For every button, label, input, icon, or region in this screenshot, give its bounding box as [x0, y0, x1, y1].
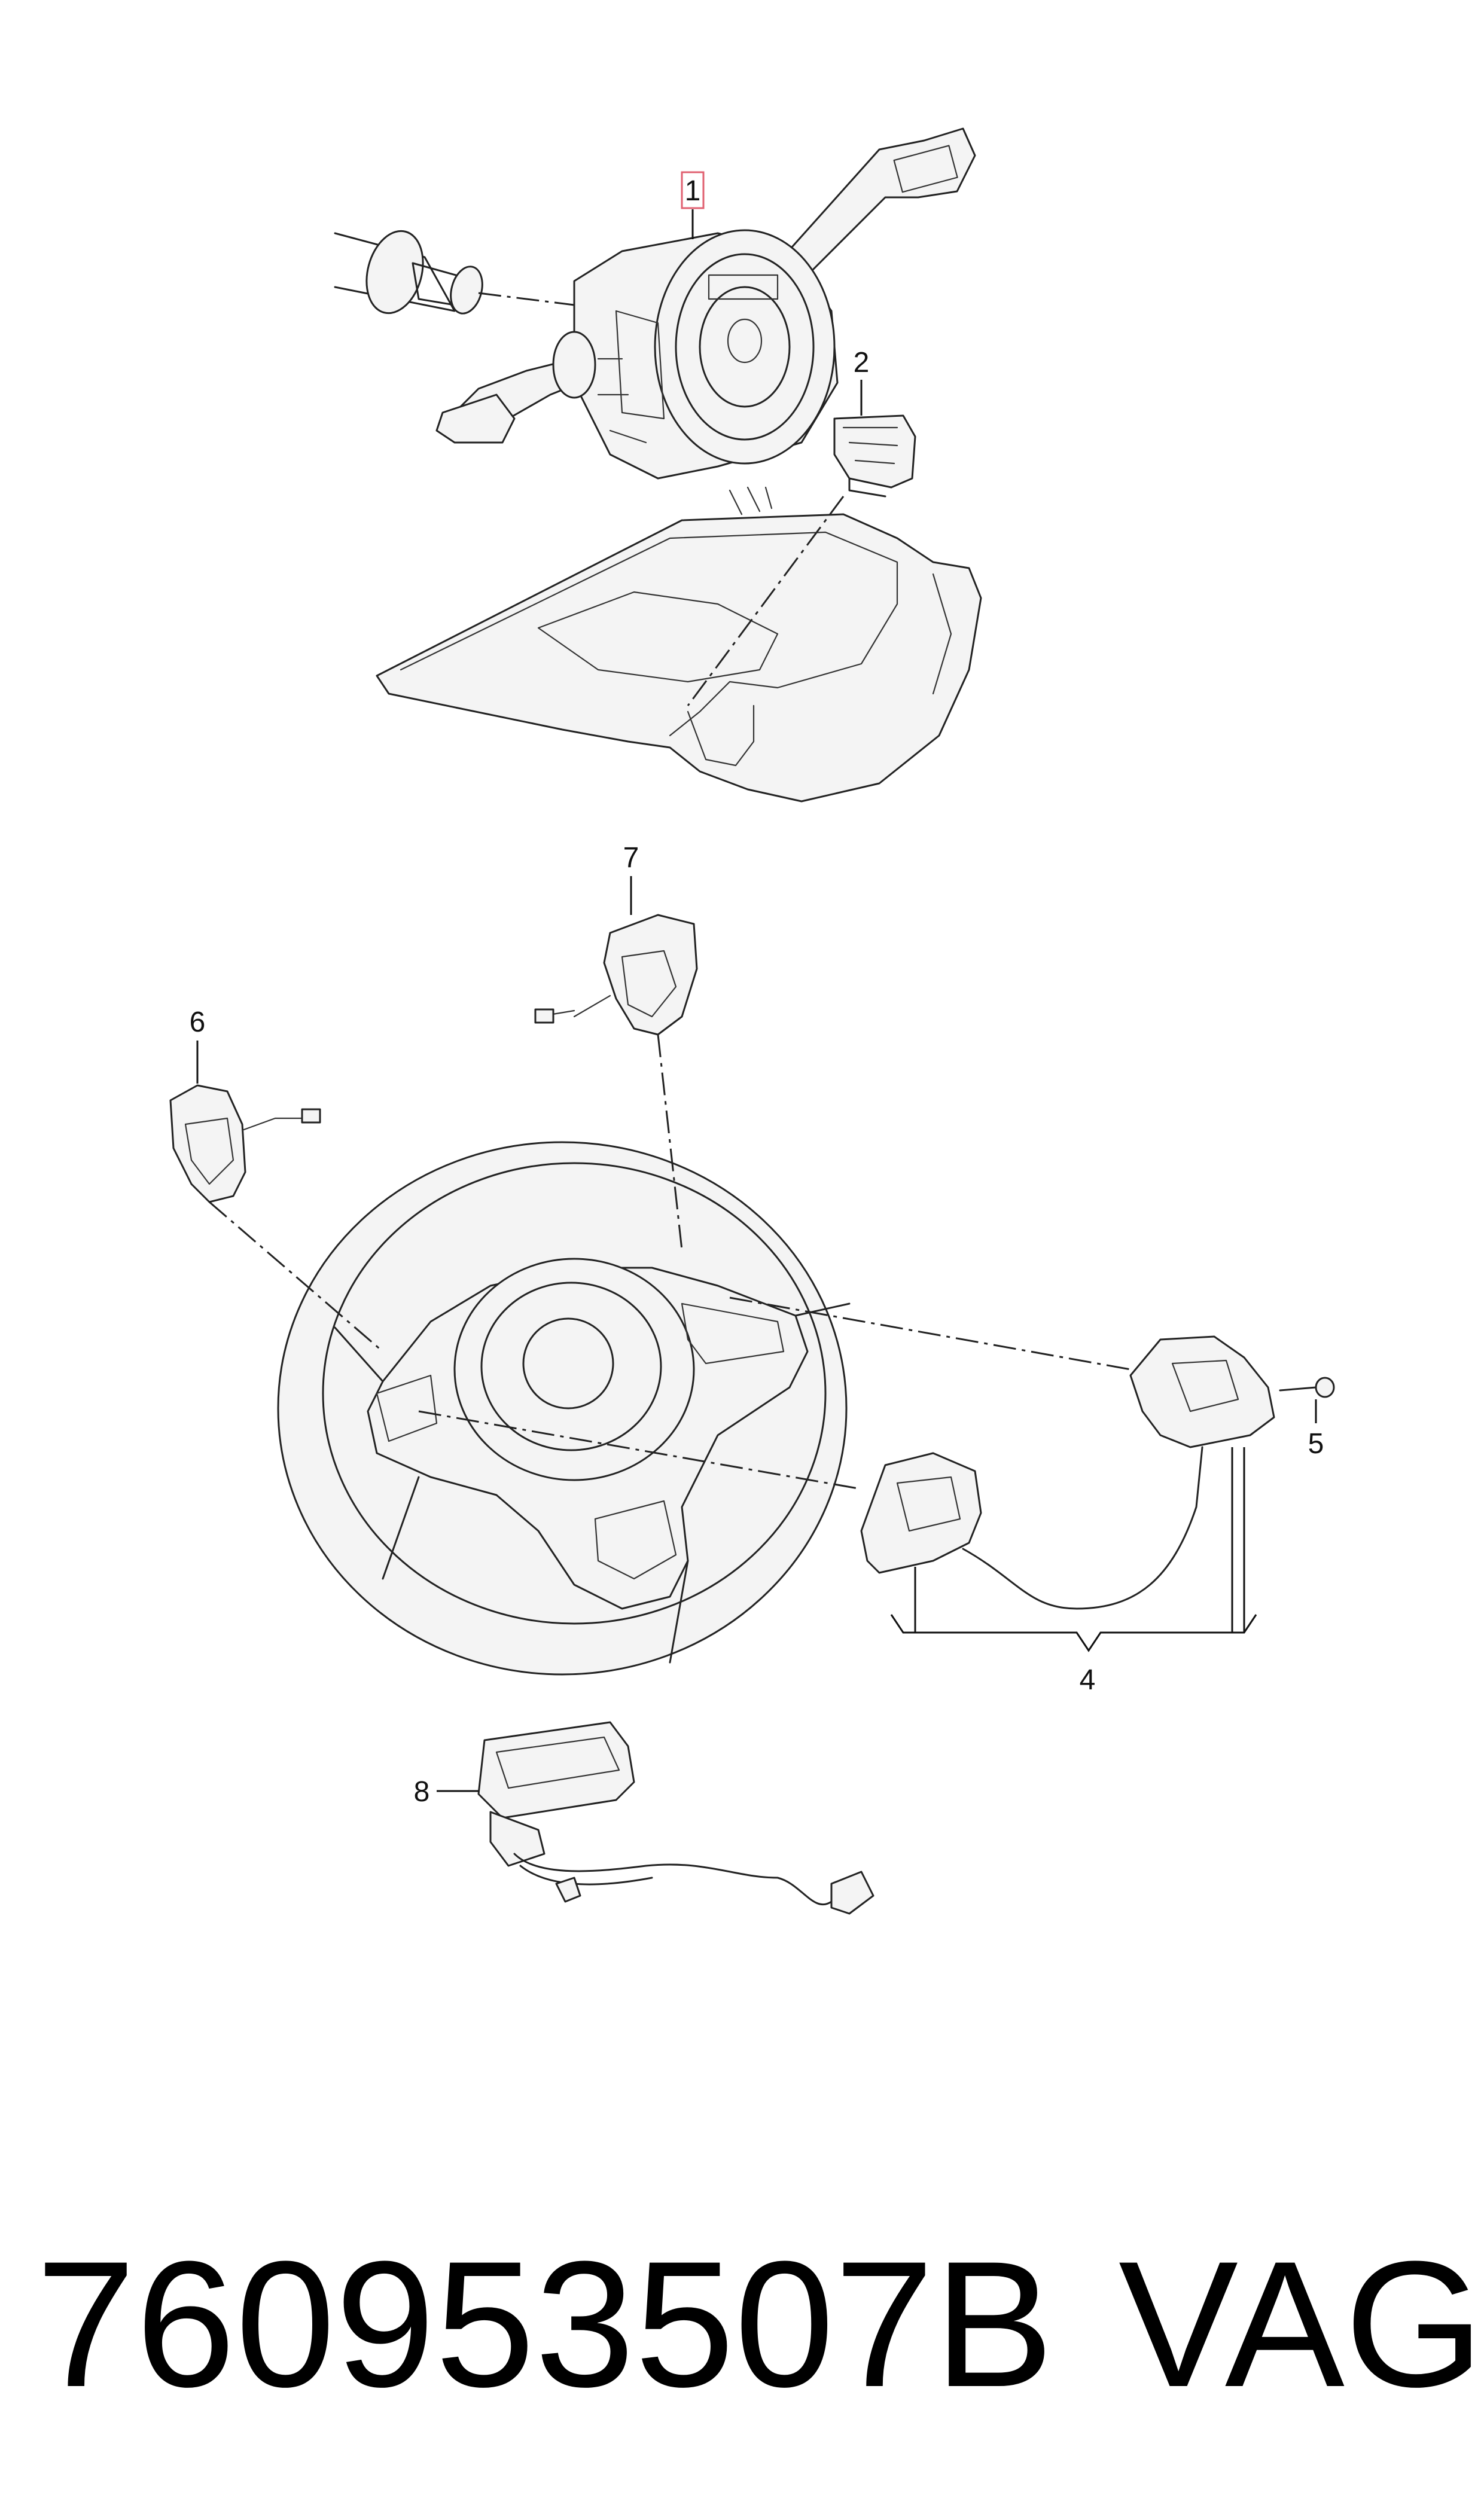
part-8-control-unit: 8 — [414, 1721, 874, 1915]
column-switch-module — [435, 127, 976, 480]
callout-1: 1 — [681, 171, 705, 239]
part-2-connector: 2 — [833, 347, 916, 498]
callout-4-label: 4 — [1080, 1664, 1096, 1696]
callout-7-label: 7 — [623, 842, 639, 874]
steering-column-shaft — [334, 230, 575, 315]
part-6-paddle: 6 — [169, 1006, 383, 1353]
part-5-screw: 5 — [1279, 1377, 1335, 1460]
brand-text: VAG — [1119, 2223, 1484, 2424]
callout-6-label: 6 — [190, 1006, 206, 1038]
callout-8-label: 8 — [414, 1776, 430, 1808]
callout-2-label: 2 — [854, 347, 870, 379]
part-number-text: 760953507B — [36, 2223, 1054, 2424]
callout-1-label: 1 — [685, 175, 701, 207]
column-trim-cover — [376, 486, 982, 803]
callout-1-highlight-box — [681, 171, 705, 209]
part-4-button-modules: 4 — [418, 1296, 1275, 1696]
callout-5-label: 5 — [1308, 1428, 1324, 1460]
steering-wheel — [277, 1141, 851, 1676]
part-7-paddle: 7 — [534, 842, 698, 1250]
